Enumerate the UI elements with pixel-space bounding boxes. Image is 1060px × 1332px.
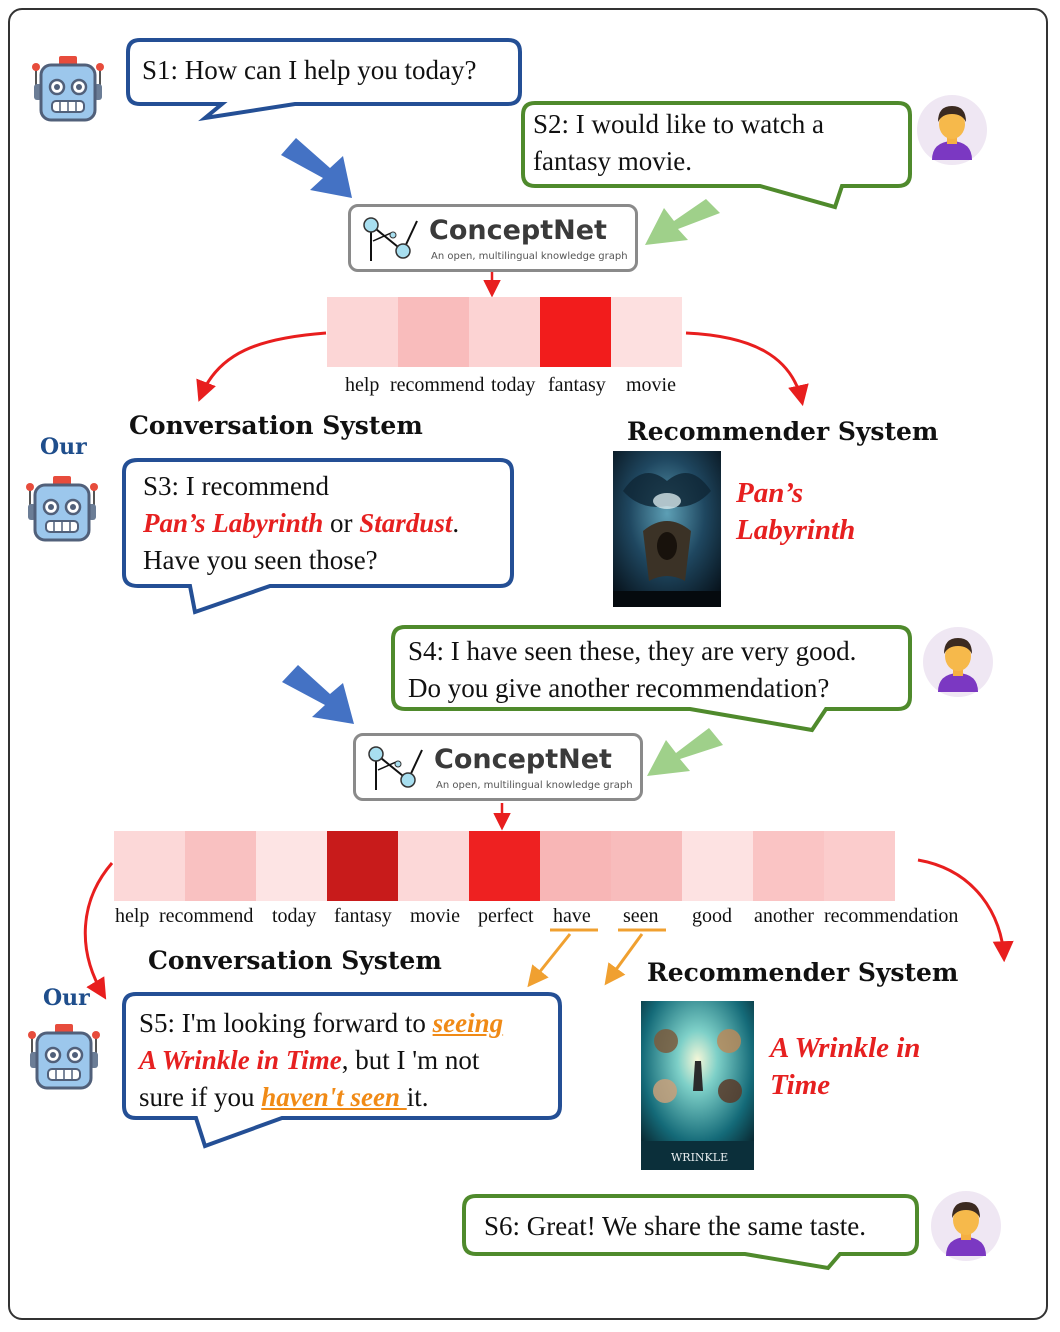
red-curve-right-1 [685, 331, 809, 407]
attention-word: help [115, 905, 150, 927]
red-curve-left-2 [83, 862, 114, 1000]
attention-cell-recommend [398, 297, 469, 367]
s6-bubble [462, 1194, 919, 1271]
figure-frame [8, 8, 1048, 1320]
attention-word: recommend [390, 374, 485, 396]
attention-word: recommend [159, 905, 254, 927]
attention-strip-2 [114, 831, 895, 901]
attention-cell-movie [398, 831, 469, 901]
s2-line1: S2: I would like to watch a [533, 109, 824, 139]
conceptnet-subtitle: An open, multilingual knowledge graph [436, 780, 633, 791]
s1-text: S1: How can I help you today? [142, 55, 477, 85]
attention-cell-today [469, 297, 540, 367]
attention-cell-help [114, 831, 185, 901]
movie-name-wrinkle: A Wrinkle in Time [139, 1045, 342, 1075]
movie-poster-pans-labyrinth [613, 451, 721, 607]
movie-poster-a-wrinkle-in-time: WRINKLE [641, 1001, 754, 1170]
recommender-system-heading: Recommender System [627, 417, 939, 446]
s2-line2: fantasy movie. [533, 146, 692, 176]
robot-icon [28, 1024, 100, 1090]
attention-word: have [553, 905, 591, 927]
s5-line1: S5: I'm looking forward to seeing [139, 1008, 504, 1038]
attention-word: good [692, 905, 732, 927]
s4-bubble [391, 625, 912, 733]
red-curve-right-2 [917, 858, 1014, 963]
s5-line2: A Wrinkle in Time, but I 'm not [139, 1045, 480, 1075]
attention-cell-fantasy [327, 831, 398, 901]
s3-line1: S3: I recommend [143, 471, 329, 501]
blue-arrow-1 [281, 138, 352, 198]
attention-word: movie [410, 905, 460, 927]
s4-text: S4: I have seen these, they are very goo… [408, 633, 856, 707]
movie-name-pans-labyrinth: Pan’s Labyrinth [143, 508, 324, 538]
s2-bubble [521, 101, 912, 210]
our-label: Our [43, 985, 90, 1011]
s4-line1: S4: I have seen these, they are very goo… [408, 636, 857, 666]
conceptnet-title: ConceptNet [429, 215, 607, 246]
blue-arrow-2 [282, 665, 354, 724]
attention-cell-movie [611, 297, 682, 367]
user-avatar-icon [923, 627, 993, 697]
conceptnet-title: ConceptNet [434, 744, 612, 775]
highlight-havent-seen: haven't seen [261, 1082, 407, 1112]
attention-word: another [754, 905, 814, 927]
conceptnet-box: ConceptNet An open, multilingual knowled… [348, 204, 638, 272]
s3-bubble [122, 458, 514, 615]
s6-text: S6: Great! We share the same taste. [484, 1211, 866, 1241]
attention-word: seen [623, 905, 659, 927]
conceptnet-subtitle: An open, multilingual knowledge graph [431, 251, 628, 262]
orange-arrow-seen [604, 933, 644, 986]
s4-line2: Do you give another recommendation? [408, 673, 830, 703]
attention-word: perfect [478, 905, 534, 927]
conversation-system-heading: Conversation System [129, 411, 423, 440]
recommended-movie-1: Pan’s Labyrinth [736, 477, 856, 546]
green-arrow-2 [647, 728, 723, 776]
attention-cell-seen [611, 831, 682, 901]
user-avatar-icon [917, 95, 987, 165]
s1-bubble [126, 38, 522, 122]
attention-word: today [491, 374, 536, 396]
attention-word: movie [626, 374, 676, 396]
attention-cell-good [682, 831, 753, 901]
graph-icon [368, 746, 423, 790]
attention-word: fantasy [548, 374, 606, 396]
attention-cell-recommendation [824, 831, 895, 901]
attention-cell-fantasy [540, 297, 611, 367]
attention-cell-another [753, 831, 824, 901]
robot-icon [32, 56, 104, 122]
s5-line3: sure if you haven't seen it. [139, 1082, 429, 1112]
recommender-system-heading: Recommender System [647, 958, 959, 987]
robot-icon [26, 476, 98, 542]
s3-line3: Have you seen those? [143, 545, 378, 575]
graph-icon [363, 217, 418, 261]
s2-text: S2: I would like to watch a fantasy movi… [533, 106, 824, 180]
s3-text: S3: I recommend Pan’s Labyrinth or Stard… [143, 468, 459, 579]
movie-name-stardust: Stardust [359, 508, 453, 538]
red-curve-left-1 [196, 331, 327, 402]
s5-bubble [122, 992, 562, 1149]
attention-cell-help [327, 297, 398, 367]
user-avatar-icon [931, 1191, 1001, 1261]
conceptnet-box: ConceptNet An open, multilingual knowled… [353, 733, 643, 801]
attention-cell-perfect [469, 831, 540, 901]
attention-strip-1 [327, 297, 682, 367]
highlight-seeing: seeing [432, 1008, 504, 1038]
our-label: Our [40, 434, 87, 460]
green-arrow-1 [645, 199, 720, 245]
orange-arrow-have [527, 933, 572, 988]
attention-cell-have [540, 831, 611, 901]
s5-text: S5: I'm looking forward to seeing A Wrin… [139, 1005, 503, 1116]
attention-word: help [345, 374, 380, 396]
conversation-system-heading: Conversation System [148, 946, 442, 975]
svg-text:WRINKLE: WRINKLE [671, 1151, 728, 1164]
s3-line2: Pan’s Labyrinth or Stardust. [143, 508, 460, 538]
recommended-movie-2: A Wrinkle in Time [770, 1032, 921, 1101]
attention-word: recommendation [824, 905, 959, 927]
attention-cell-recommend [185, 831, 256, 901]
attention-word: today [272, 905, 317, 927]
attention-cell-today [256, 831, 327, 901]
attention-word: fantasy [334, 905, 392, 927]
